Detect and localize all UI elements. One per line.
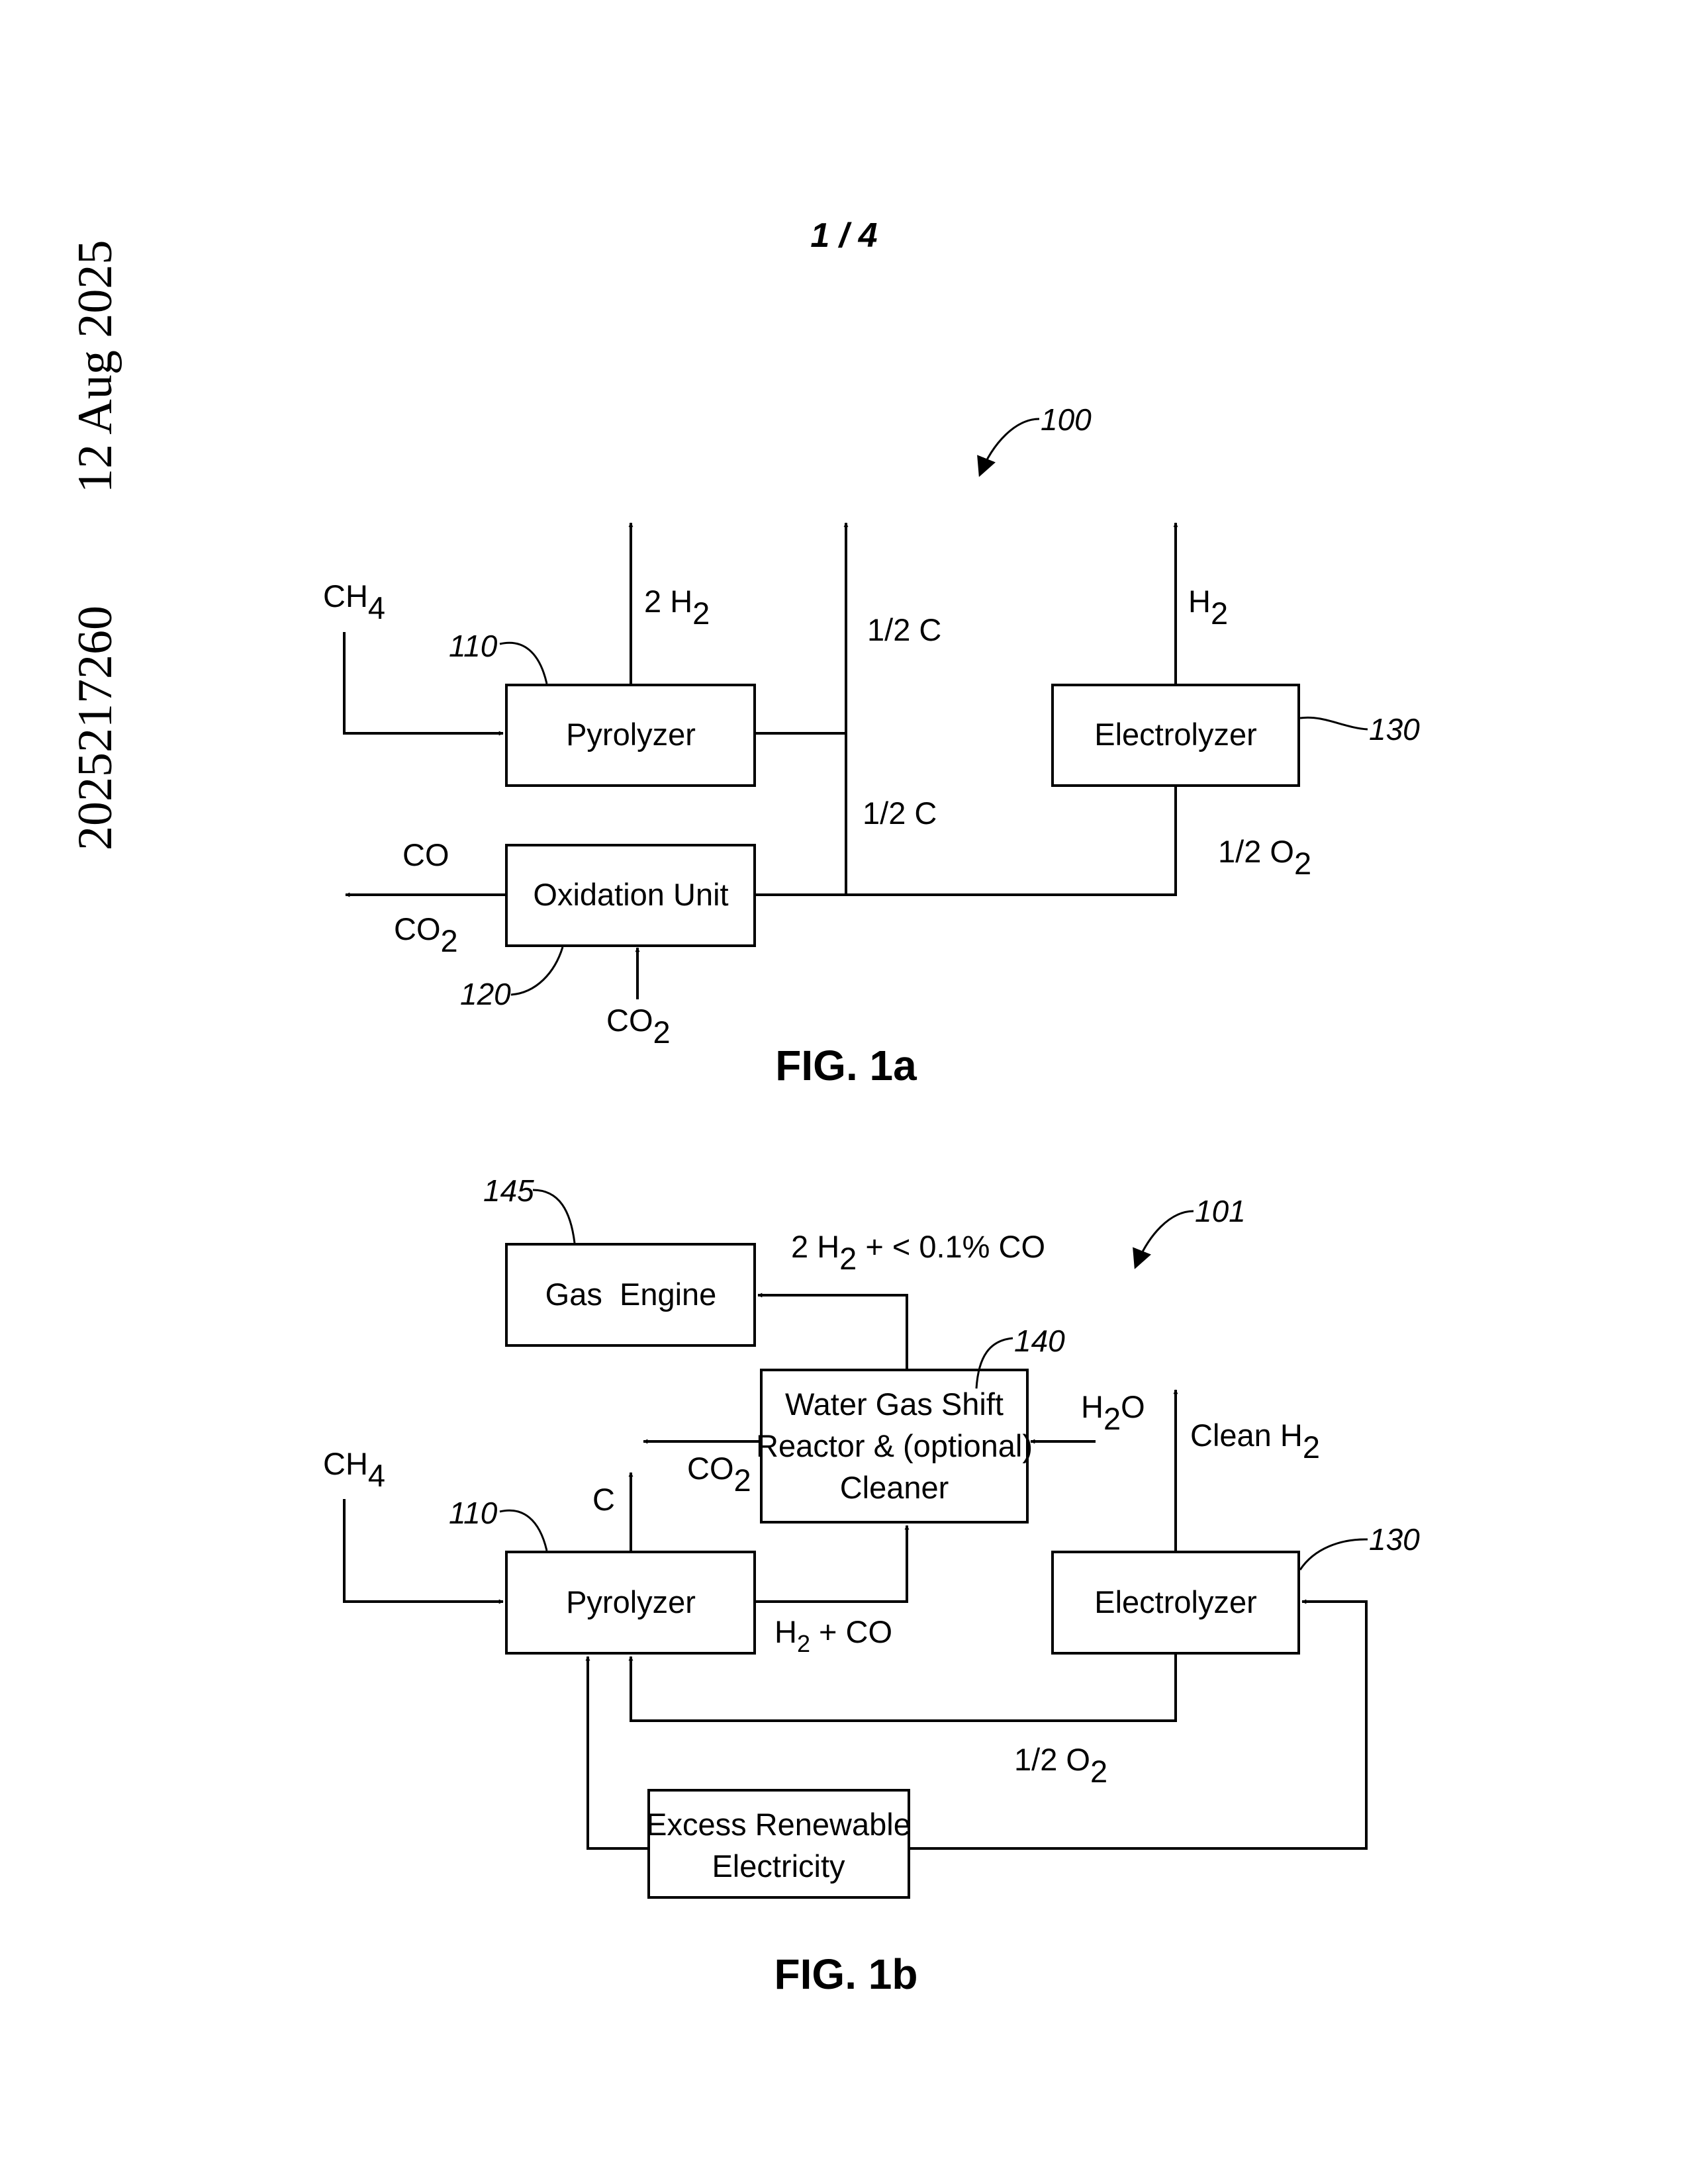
ref-130-leader (1300, 717, 1368, 729)
document-number: 2025217260 (68, 606, 122, 850)
syngas-label: H2 + CO (774, 1614, 892, 1657)
h2-out-label: 2 H2 (644, 584, 710, 631)
o2-return-line (631, 1653, 1176, 1721)
wgs-label-line2: Reactor & (optional) (756, 1428, 1033, 1463)
ref-110: 110 (449, 629, 498, 663)
electrolyzer-label: Electrolyzer (1094, 717, 1257, 752)
wgs-to-engine-line (758, 1295, 907, 1370)
power-to-pyrolyzer-line (588, 1657, 649, 1848)
ref-145: 145 (483, 1173, 534, 1208)
oxidation-unit-label: Oxidation Unit (533, 877, 728, 912)
ref-110-1b-leader (500, 1510, 547, 1551)
electrolyzer-label-1b: Electrolyzer (1094, 1584, 1257, 1619)
ref-101: 101 (1195, 1194, 1246, 1228)
electrolyzer-h2-label: H2 (1188, 584, 1228, 631)
carbon-up-label: 1/2 C (867, 612, 941, 647)
ref-130: 130 (1369, 712, 1420, 747)
clean-h2-label: Clean H2 (1190, 1418, 1320, 1465)
ref-120: 120 (460, 977, 511, 1011)
co2-in-label: CO2 (606, 1003, 671, 1050)
o2-label-1b: 1/2 O2 (1014, 1742, 1107, 1789)
renewable-label-line1: Excess Renewable (646, 1807, 911, 1842)
filing-date: 12 Aug 2025 (68, 240, 122, 493)
ref-140: 140 (1014, 1324, 1065, 1358)
o2-label: 1/2 O2 (1218, 834, 1311, 881)
sheet-number: 1 / 4 (810, 216, 877, 255)
ref-145-leader (533, 1190, 575, 1243)
syngas-line (755, 1525, 907, 1602)
co2-out-label: CO2 (394, 911, 458, 958)
ref-130-1b: 130 (1369, 1522, 1420, 1557)
fig-1a-caption: FIG. 1a (775, 1042, 917, 1089)
ch4-label-1b: CH4 (323, 1446, 385, 1493)
carbon-down-label: 1/2 C (863, 796, 937, 831)
ch4-label: CH4 (323, 578, 385, 625)
ref-110-1b: 110 (449, 1496, 498, 1530)
wgs-co2-label: CO2 (687, 1451, 751, 1498)
pyrolyzer-label-1b: Pyrolyzer (566, 1584, 696, 1619)
carbon-label: C (592, 1482, 615, 1517)
h2-co-label: 2 H2 + < 0.1% CO (791, 1229, 1045, 1276)
ref-110-leader (500, 643, 547, 684)
pyrolyzer-label: Pyrolyzer (566, 717, 696, 752)
o2-line (755, 786, 1176, 895)
ref-100-leader (980, 419, 1039, 475)
h2o-label: H2O (1081, 1389, 1145, 1436)
wgs-label-line1: Water Gas Shift (785, 1387, 1004, 1422)
co-label: CO (402, 837, 449, 872)
ref-130-1b-leader (1300, 1539, 1368, 1570)
ref-100: 100 (1041, 402, 1092, 437)
fig-1b: 101 Gas Engine 145 Water Gas Shift React… (323, 1173, 1420, 1998)
fig-1b-caption: FIG. 1b (774, 1950, 918, 1998)
renewable-label-line2: Electricity (712, 1848, 845, 1884)
ref-120-leader (511, 947, 563, 995)
gas-engine-label: Gas Engine (545, 1277, 717, 1312)
fig-1a: 100 Pyrolyzer 110 CH4 2 H2 1/2 C 1/2 C E… (323, 402, 1420, 1089)
ref-101-leader (1135, 1211, 1194, 1267)
wgs-label-line3: Cleaner (840, 1470, 949, 1505)
